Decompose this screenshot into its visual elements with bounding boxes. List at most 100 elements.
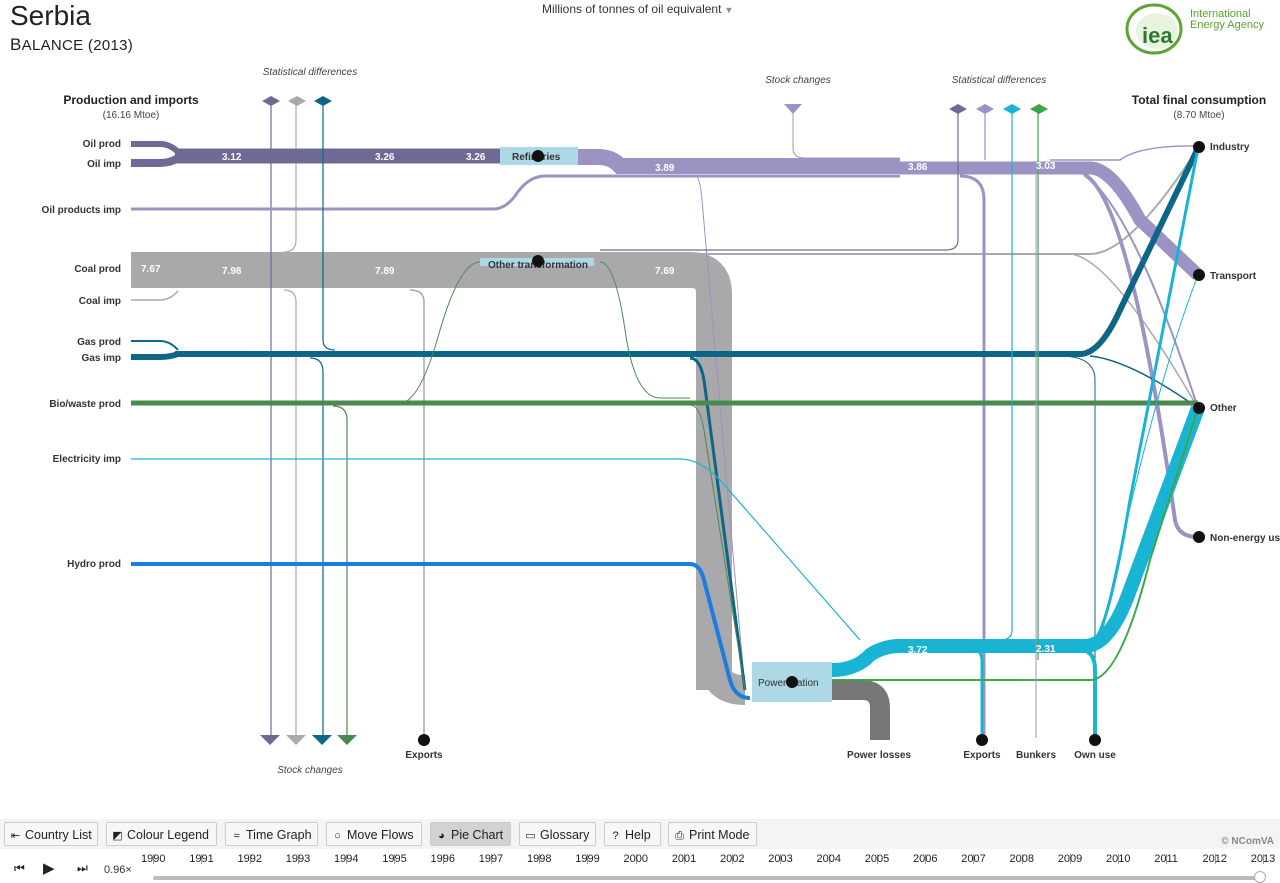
timeline-year-1997[interactable]: 1997	[478, 853, 504, 865]
timeline-track[interactable]	[153, 876, 1261, 880]
timeline-year-2003[interactable]: 2003	[768, 853, 793, 865]
flow-coal-main[interactable]	[131, 252, 732, 690]
pie-chart-icon[interactable]	[786, 676, 798, 688]
flow-elec-stat-right[interactable]	[999, 112, 1013, 641]
own-use-pie-icon[interactable]	[1089, 734, 1101, 746]
stat-diff-right-elec-marker[interactable]	[1003, 104, 1021, 114]
timeline-year-2002[interactable]: 2002	[720, 853, 745, 865]
stock-change-bio-marker[interactable]	[337, 735, 357, 745]
timeline-year-1994[interactable]: 1994	[334, 853, 359, 865]
flow-electricity-imp[interactable]	[131, 458, 861, 641]
stat-diff-right-heat-marker[interactable]	[1030, 104, 1048, 114]
flow-gas-to-power[interactable]	[689, 356, 747, 691]
move-flows-button[interactable]: ○Move Flows	[326, 822, 422, 846]
print-mode-button[interactable]: ⎙Print Mode	[668, 822, 757, 846]
stock-change-top-marker[interactable]	[784, 104, 802, 114]
glossary-button[interactable]: ▭Glossary	[519, 822, 596, 846]
timeline-year-1999[interactable]: 1999	[575, 853, 600, 865]
flow-elec-transport[interactable]	[1099, 274, 1199, 645]
flow-hydro[interactable]	[131, 562, 751, 700]
flow-oil-to-power[interactable]	[694, 175, 746, 691]
flow-oil-to-industry[interactable]	[1050, 145, 1199, 161]
play-icon[interactable]: ▶	[43, 860, 55, 877]
stat-diff-coal-marker[interactable]	[288, 96, 306, 106]
flow-coal-exports[interactable]	[409, 289, 425, 738]
stat-diff-gas-marker[interactable]	[314, 96, 332, 106]
sink-exports-right[interactable]: Exports	[963, 750, 1001, 761]
flow-coal-tfc[interactable]	[594, 147, 1199, 255]
timeline-year-2008[interactable]: 2008	[1009, 853, 1034, 865]
consumer-non-energy-use[interactable]: Non-energy use	[1210, 533, 1280, 544]
timeline-year-1995[interactable]: 1995	[382, 853, 407, 865]
timeline-year-2004[interactable]: 2004	[816, 853, 841, 865]
pie-chart-icon[interactable]	[532, 150, 544, 162]
industry-pie-icon[interactable]	[1193, 141, 1205, 153]
flow-gas-imp[interactable]	[131, 351, 180, 360]
timeline-year-1990[interactable]: 1990	[141, 853, 166, 865]
flow-elec-ownuse[interactable]	[1079, 648, 1097, 738]
timeline-year-1993[interactable]: 1993	[285, 853, 311, 865]
flow-refinery-output[interactable]	[578, 149, 900, 174]
pie-chart-icon[interactable]	[532, 255, 544, 267]
timeline-slider-handle[interactable]	[1254, 871, 1266, 883]
flow-oil-products-main[interactable]	[900, 161, 1203, 280]
transport-pie-icon[interactable]	[1193, 269, 1205, 281]
stock-change-coal-marker[interactable]	[286, 735, 306, 745]
stat-diff-oil-marker[interactable]	[262, 96, 280, 106]
flow-heat-out[interactable]	[832, 407, 1199, 681]
time-graph-button[interactable]: ≈Time Graph	[225, 822, 318, 846]
sink-power-losses[interactable]: Power losses	[847, 750, 911, 761]
flow-oil-to-exports[interactable]	[959, 174, 986, 738]
timeline-year-2001[interactable]: 2001	[671, 853, 697, 865]
flow-gas-to-other[interactable]	[1089, 355, 1199, 409]
skip-back-icon[interactable]: ⏮	[14, 861, 25, 875]
timeline-year-2007[interactable]: 2007	[961, 853, 986, 865]
stat-diff-right-oilprod-marker[interactable]	[976, 104, 994, 114]
source-oil-imp[interactable]: Oil imp	[87, 159, 121, 170]
flow-power-losses[interactable]	[832, 680, 890, 740]
flow-power-electricity[interactable]	[831, 405, 1205, 677]
source-gas-prod[interactable]: Gas prod	[77, 337, 121, 348]
flow-coal-stock[interactable]	[283, 289, 297, 738]
flow-coal-imp[interactable]	[131, 290, 179, 301]
timeline-year-2009[interactable]: 2009	[1057, 853, 1083, 865]
country-list-button[interactable]: ⇤Country List	[4, 822, 98, 846]
sink-bunkers[interactable]: Bunkers	[1016, 750, 1056, 761]
flow-gas-prod[interactable]	[131, 340, 179, 351]
flow-bio-other-trans[interactable]	[399, 261, 481, 404]
consumer-other[interactable]: Other	[1210, 403, 1237, 414]
units-dropdown[interactable]: Millions of tonnes of oil equivalent▼	[542, 2, 733, 16]
pie-chart-button[interactable]: ◕Pie Chart	[430, 822, 511, 846]
help-button[interactable]: ?Help	[604, 822, 661, 846]
source-gas-imp[interactable]: Gas imp	[82, 353, 121, 364]
stock-change-oil-marker[interactable]	[260, 735, 280, 745]
flow-oil-stat-right[interactable]	[600, 112, 959, 251]
stock-change-gas-marker[interactable]	[312, 735, 332, 745]
flow-oil-products-imp[interactable]	[131, 174, 900, 211]
colour-legend-button[interactable]: ◩Colour Legend	[106, 822, 217, 846]
sink-own-use[interactable]: Own use	[1074, 750, 1116, 761]
timeline-year-1992[interactable]: 1992	[237, 853, 262, 865]
non-energy-pie-icon[interactable]	[1193, 531, 1205, 543]
consumer-transport[interactable]: Transport	[1210, 271, 1257, 282]
flow-gas-stock[interactable]	[309, 357, 324, 738]
stat-diff-right-oil-marker[interactable]	[949, 104, 967, 114]
source-oil-prod[interactable]: Oil prod	[83, 139, 121, 150]
flow-coal-to-power[interactable]	[699, 659, 746, 705]
other-pie-icon[interactable]	[1193, 402, 1205, 414]
exports-right-pie-icon[interactable]	[976, 734, 988, 746]
sink-exports-left[interactable]: Exports	[405, 750, 443, 761]
flow-oil-imp[interactable]	[131, 154, 181, 167]
source-coal-imp[interactable]: Coal imp	[79, 296, 121, 307]
consumer-industry[interactable]: Industry	[1210, 142, 1250, 153]
exports-left-pie-icon[interactable]	[418, 734, 430, 746]
timeline-year-2013[interactable]: 2013	[1250, 853, 1276, 865]
timeline-year-1991[interactable]: 1991	[189, 853, 214, 865]
timeline-year-2000[interactable]: 2000	[623, 853, 648, 865]
source-hydro-prod[interactable]: Hydro prod	[67, 559, 121, 570]
timeline-year-2010[interactable]: 2010	[1106, 853, 1131, 865]
source-oil-products-imp[interactable]: Oil products imp	[42, 205, 121, 216]
timeline-year-2012[interactable]: 2012	[1202, 853, 1227, 865]
timeline-year-1998[interactable]: 1998	[527, 853, 552, 865]
flow-gas-main[interactable]	[175, 146, 1201, 357]
